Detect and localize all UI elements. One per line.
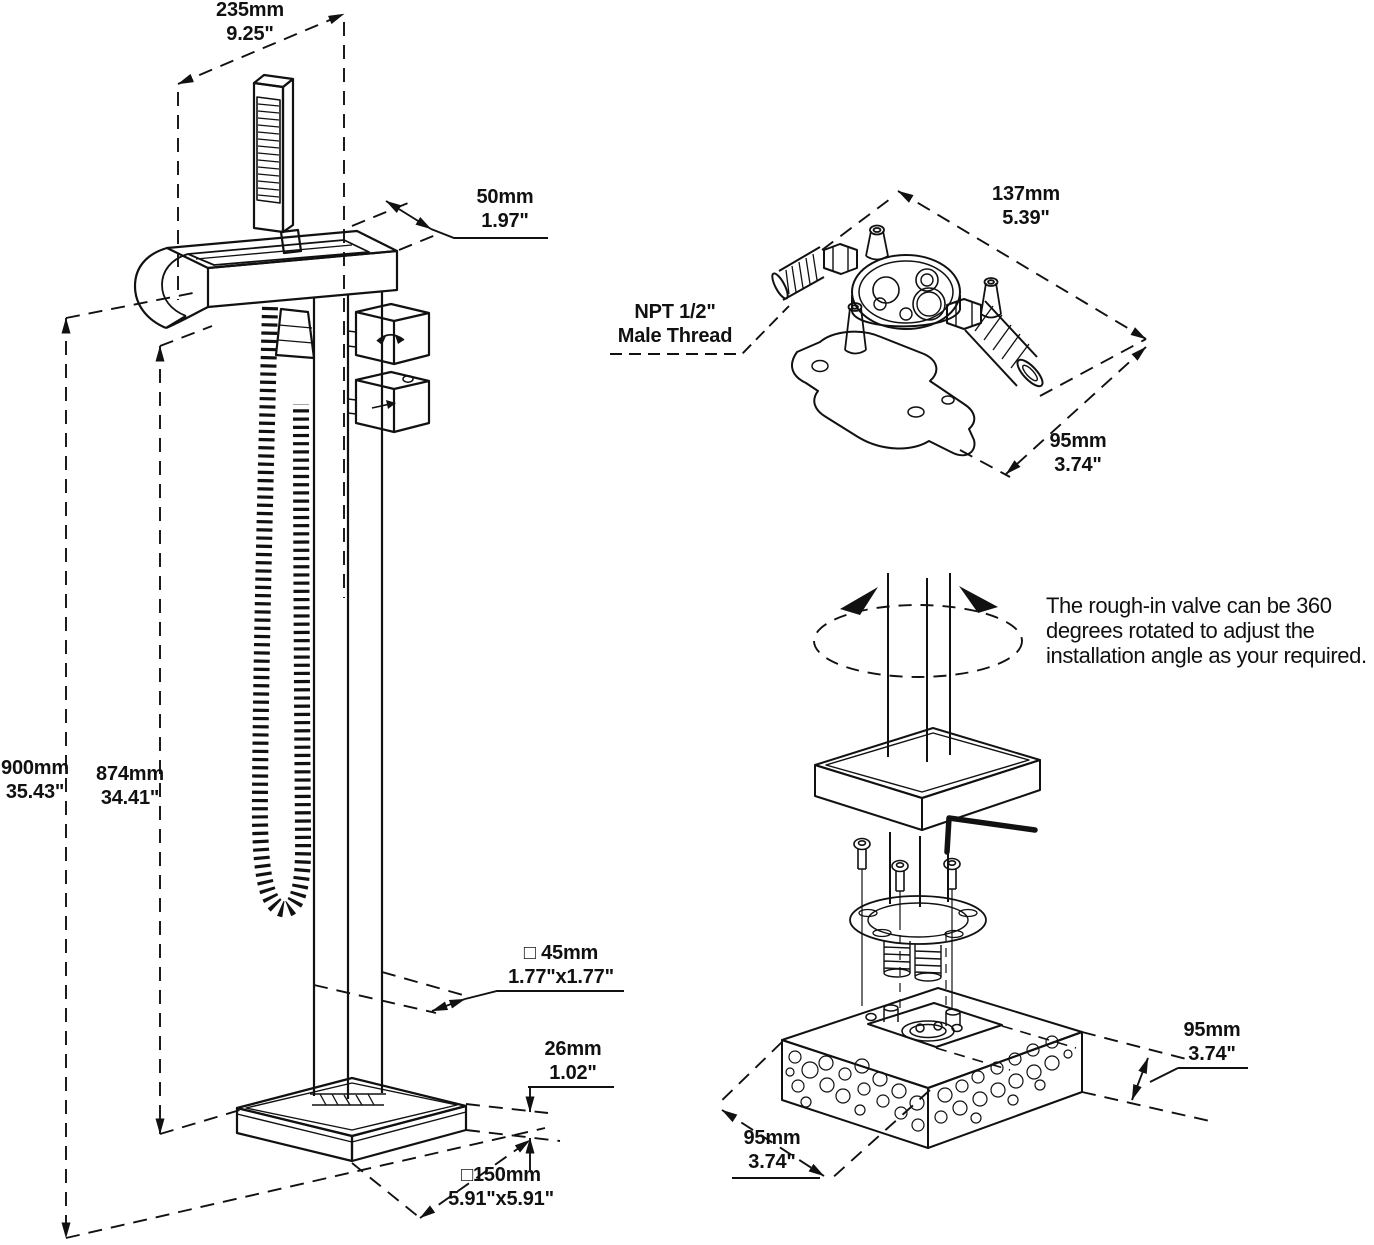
dim-valve-length: 137mm 5.39" xyxy=(992,182,1060,230)
dim-base-thickness-mm: 26mm xyxy=(544,1038,602,1060)
installation-dimension-lines xyxy=(715,1031,1248,1181)
dim-spout-depth: 50mm 1.97" xyxy=(476,185,533,233)
dim-hole-width: 95mm 3.74" xyxy=(743,1126,800,1174)
valve-dimension-lines xyxy=(610,190,1147,478)
rough-in-valve-figure xyxy=(771,224,1044,457)
waterfall-spout xyxy=(133,229,399,330)
faucet-column xyxy=(310,291,386,1106)
dim-top-width-mm: 235mm xyxy=(216,0,284,21)
hex-key xyxy=(944,815,1038,855)
dim-valve-length-in: 5.39" xyxy=(1002,207,1050,229)
dim-base-section-mm: □150mm xyxy=(461,1164,541,1186)
dim-base-thickness-in: 1.02" xyxy=(549,1062,597,1084)
escutcheon-plate xyxy=(814,727,1041,831)
dim-spout-depth-in: 1.97" xyxy=(481,210,529,232)
hand-shower-wand xyxy=(252,73,303,255)
dim-total-height: 900mm 35.43" xyxy=(1,756,69,804)
dim-valve-length-mm: 137mm xyxy=(992,183,1060,205)
hose-connector xyxy=(274,307,316,360)
faucet-dimension-lines xyxy=(61,13,624,1239)
dim-spout-height-in: 34.41" xyxy=(100,787,160,809)
dim-valve-width-mm: 95mm xyxy=(1049,430,1107,452)
dim-post-section-mm: □ 45mm xyxy=(523,942,599,964)
concrete-texture xyxy=(785,1035,1073,1132)
faucet-figure xyxy=(133,73,468,1163)
dim-valve-width: 95mm 3.74" xyxy=(1049,429,1106,477)
temperature-handle xyxy=(347,302,431,366)
valve-manifold xyxy=(851,254,961,330)
valve-left-port xyxy=(771,243,858,301)
dim-base-thickness: 26mm 1.02" xyxy=(544,1037,601,1085)
dim-total-height-in: 35.43" xyxy=(5,781,65,803)
dim-post-section-in: 1.77"x1.77" xyxy=(508,966,614,988)
dim-total-height-mm: 900mm xyxy=(1,757,69,779)
dim-hole-width-in: 3.74" xyxy=(748,1151,796,1173)
thread-label: NPT 1/2" Male Thread xyxy=(618,300,733,348)
valve-right-port xyxy=(946,298,1044,388)
rotation-arrow-right xyxy=(959,586,998,613)
installation-figure xyxy=(781,573,1083,1149)
dim-spout-depth-mm: 50mm xyxy=(476,186,534,208)
rotation-note: The rough-in valve can be 360 degrees ro… xyxy=(1046,593,1367,668)
dim-base-section: □150mm 5.91"x5.91" xyxy=(448,1163,554,1211)
base-plate xyxy=(235,1076,468,1163)
dim-spout-height-mm: 874mm xyxy=(96,763,164,785)
dim-hole-depth-in: 3.74" xyxy=(1188,1043,1236,1065)
dim-base-section-in: 5.91"x5.91" xyxy=(448,1188,554,1210)
mounting-screws xyxy=(853,837,961,1014)
dim-top-width: 235mm 9.25" xyxy=(216,0,284,46)
dim-valve-width-in: 3.74" xyxy=(1054,454,1102,476)
thread-label-line1: NPT 1/2" xyxy=(634,301,716,323)
valve-flange xyxy=(791,330,976,457)
rotation-arrow-left xyxy=(840,587,878,615)
dim-hole-width-mm: 95mm xyxy=(743,1127,801,1149)
dim-hole-depth-mm: 95mm xyxy=(1183,1019,1241,1041)
thread-label-line2: Male Thread xyxy=(617,325,733,347)
shower-hose xyxy=(251,306,312,918)
dim-top-width-in: 9.25" xyxy=(226,23,274,45)
mounting-flange xyxy=(849,895,987,982)
dim-spout-height: 874mm 34.41" xyxy=(96,762,164,810)
diverter-handle xyxy=(347,370,431,434)
dim-hole-depth: 95mm 3.74" xyxy=(1183,1018,1240,1066)
rotation-indicator xyxy=(813,586,1023,678)
dim-post-section: □ 45mm 1.77"x1.77" xyxy=(508,941,614,989)
recessed-valve xyxy=(865,1004,963,1042)
floor-block xyxy=(781,987,1083,1149)
